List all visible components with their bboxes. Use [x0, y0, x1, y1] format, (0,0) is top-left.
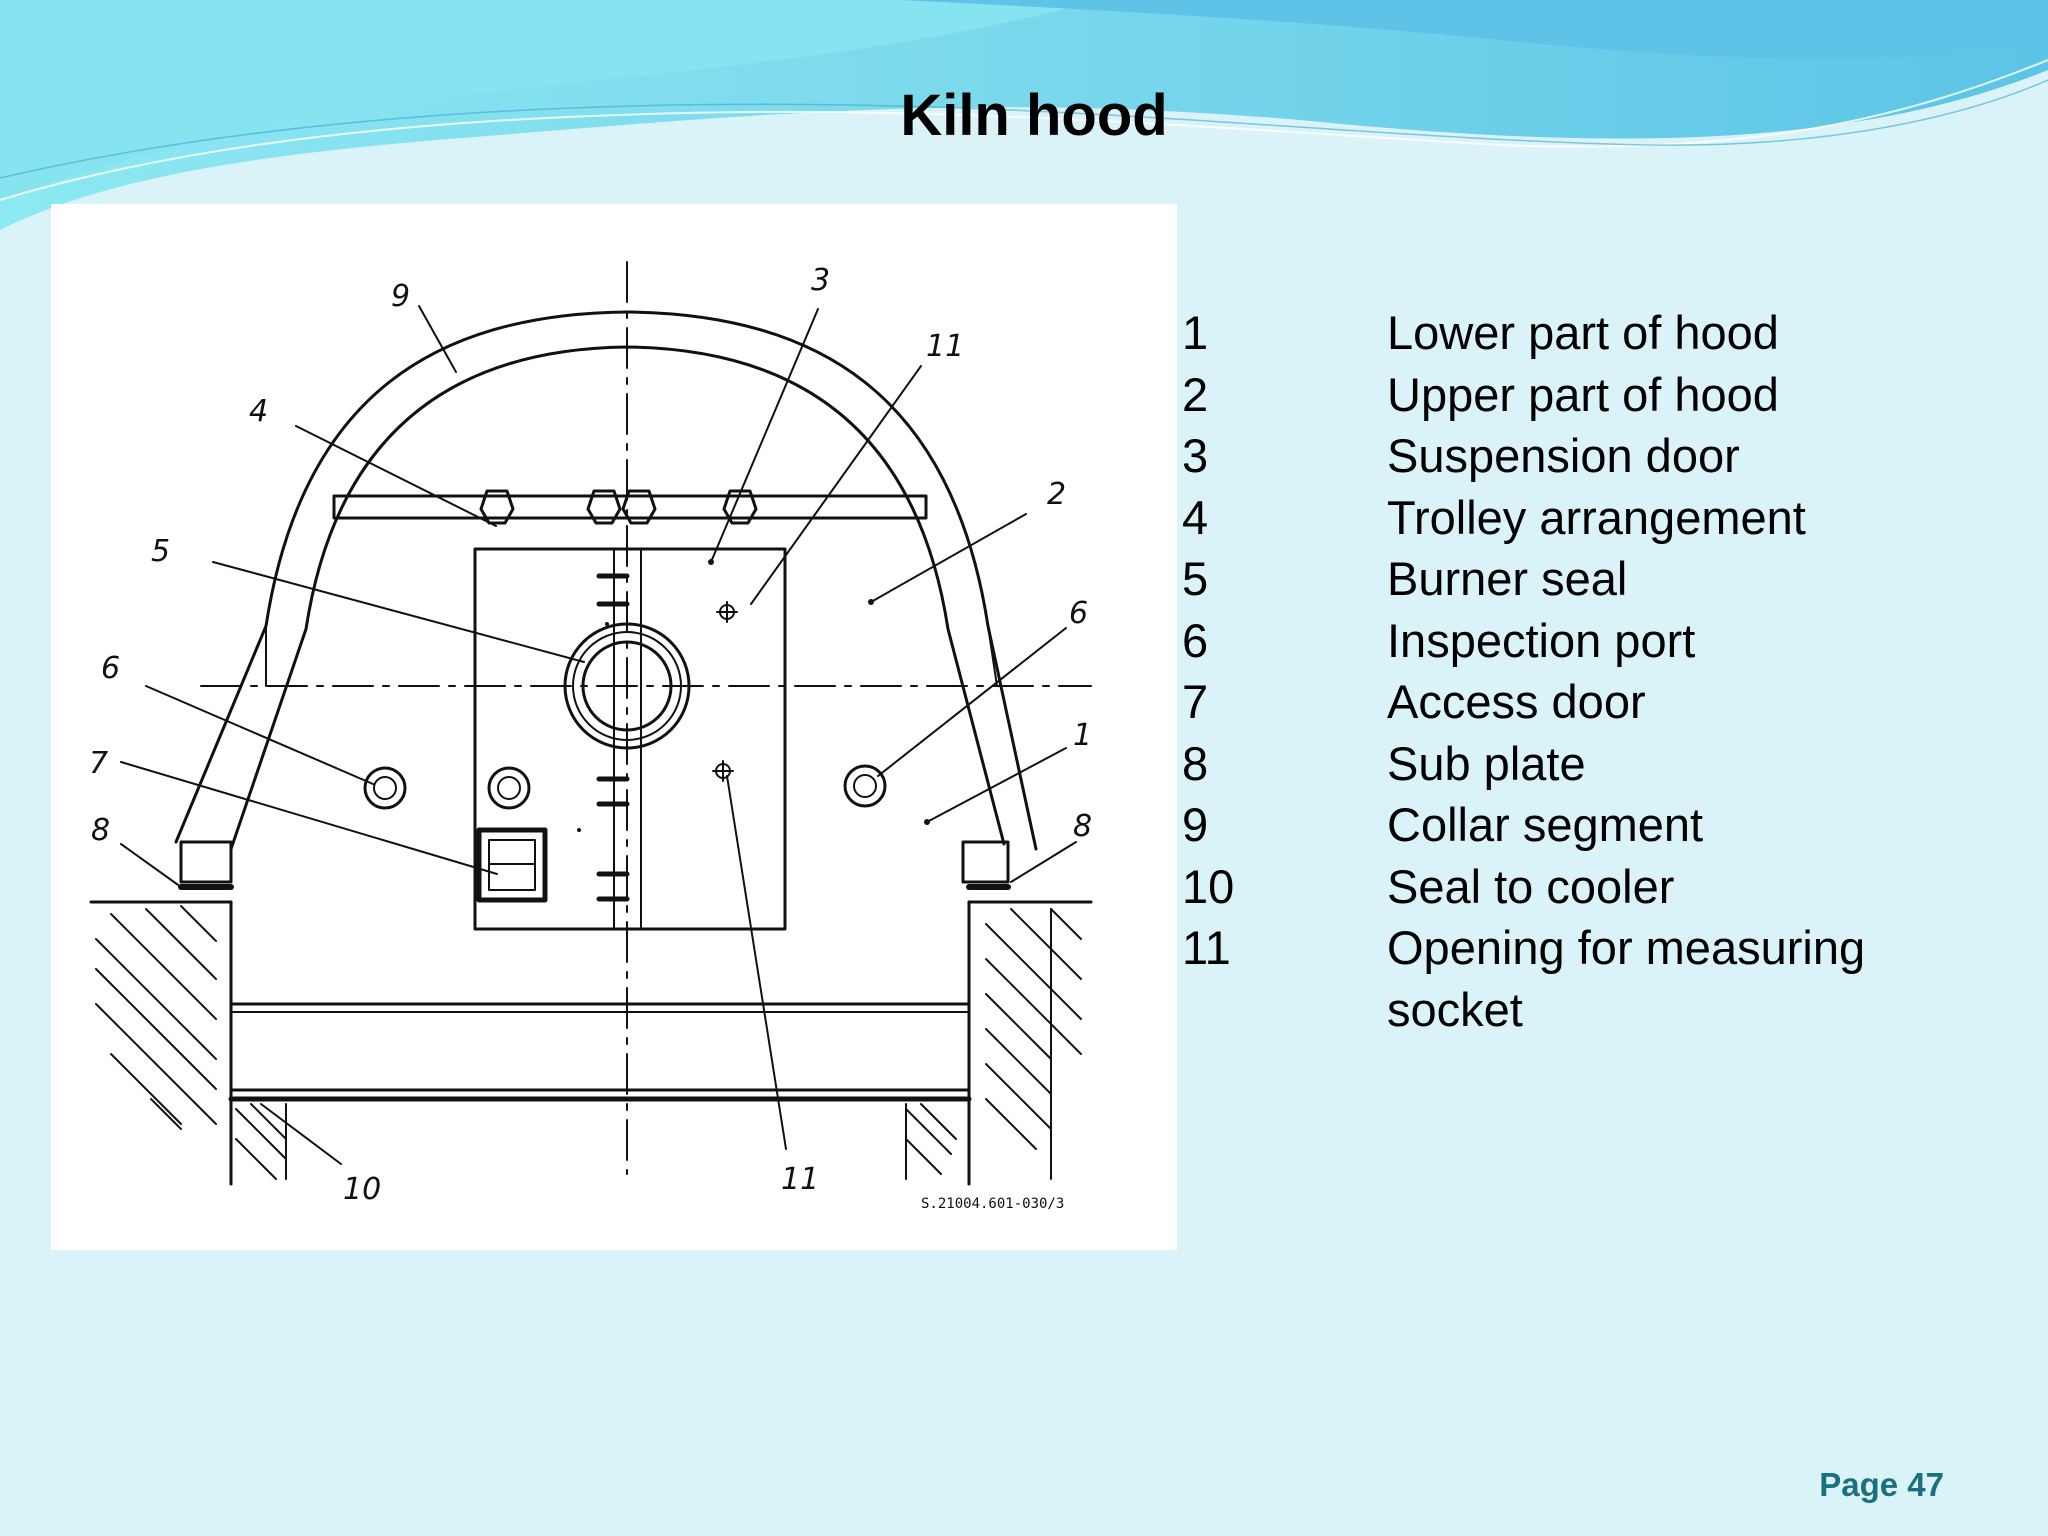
legend-item-number: 10 [1182, 859, 1235, 913]
collar-inner-arch [229, 345, 1006, 851]
access-door [476, 827, 548, 903]
callout-8-left: 8 [91, 813, 110, 848]
legend-item-number: 2 [1182, 367, 1209, 421]
legend-item-number: 4 [1182, 490, 1209, 544]
legend-item-label: Sub plate [1387, 736, 1586, 790]
legend-item-number: 11 [1182, 921, 1231, 974]
legend-item: 6 Inspection port [1182, 610, 2012, 672]
trolley-rail [332, 494, 928, 520]
kiln-hood-drawing: 9 3 11 4 2 5 6 6 1 7 8 8 10 11 S.21004.6… [89, 261, 1093, 1212]
legend-item-label: Suspension door [1387, 429, 1740, 482]
legend-item-number: 6 [1182, 613, 1209, 667]
legend-item-label: Burner seal [1387, 552, 1628, 605]
legend-item: 9 Collar segment [1182, 794, 2012, 856]
callout-10: 10 [343, 1172, 381, 1207]
hatching-right [905, 908, 1082, 1180]
inspection-ports [363, 764, 887, 810]
legend-item: 7 Access door [1182, 671, 2012, 733]
legend-item-label: Access door [1387, 675, 1646, 728]
callout-3: 3 [811, 263, 830, 298]
callout-4: 4 [249, 394, 268, 429]
legend-item: 4 Trolley arrangement [1182, 487, 2012, 549]
legend-item-number: 7 [1182, 675, 1209, 728]
suspension-door [473, 547, 787, 931]
legend-item-number: 8 [1182, 736, 1209, 790]
slide-title: Kiln hood [900, 83, 1168, 148]
legend-item-label: Seal to cooler [1387, 859, 1675, 913]
legend-item: 8 Sub plate [1182, 733, 2012, 795]
callout-5: 5 [151, 534, 170, 569]
callout-11-top: 11 [926, 329, 964, 364]
burner-seal [563, 622, 691, 750]
collar-outer-arch [174, 310, 1038, 851]
callout-2: 2 [1047, 477, 1066, 512]
door-hinges [596, 573, 630, 902]
legend-item: 3 Suspension door [1182, 425, 2012, 487]
legend-item-label: Lower part of hood [1387, 306, 1779, 359]
legend-item-number: 5 [1182, 552, 1209, 605]
callout-6-left: 6 [101, 651, 120, 686]
legend-item-label: Trolley arrangement [1387, 490, 1806, 544]
callout-11-bottom: 11 [781, 1162, 819, 1197]
legend-item-number: 1 [1182, 306, 1209, 359]
drawing-number: S.21004.601-030/3 [921, 1196, 1064, 1212]
page-number: Page 47 [1819, 1466, 1944, 1503]
legend-item-label: Opening for measuring socket [1387, 921, 1866, 1036]
callout-7: 7 [89, 746, 108, 781]
callout-1: 1 [1073, 718, 1092, 753]
legend-item-label: Collar segment [1387, 798, 1704, 851]
legend-item-label: Inspection port [1387, 613, 1696, 667]
callout-6-right: 6 [1069, 596, 1088, 631]
legend-item-number: 3 [1182, 429, 1209, 482]
hatching-left [95, 905, 287, 1180]
sub-plates [179, 840, 1010, 884]
legend-item-number: 9 [1182, 798, 1209, 851]
callout-9: 9 [391, 279, 410, 314]
measuring-socket-openings [712, 601, 738, 782]
legend-item: 1 Lower part of hood [1182, 302, 2012, 364]
legend-item: 2 Upper part of hood [1182, 364, 2012, 426]
callout-8-right: 8 [1073, 809, 1092, 844]
callout-leader-lines [120, 305, 1077, 1165]
legend-item: 5 Burner seal [1182, 548, 2012, 610]
header-wave-decoration [0, 0, 2048, 240]
legend-item: 11 Opening for measuring socket [1182, 917, 2012, 1040]
legend-item-label: Upper part of hood [1387, 367, 1779, 421]
kiln-hood-diagram: 9 3 11 4 2 5 6 6 1 7 8 8 10 11 S.21004.6… [51, 204, 1177, 1250]
legend-item: 10 Seal to cooler [1182, 856, 2012, 918]
